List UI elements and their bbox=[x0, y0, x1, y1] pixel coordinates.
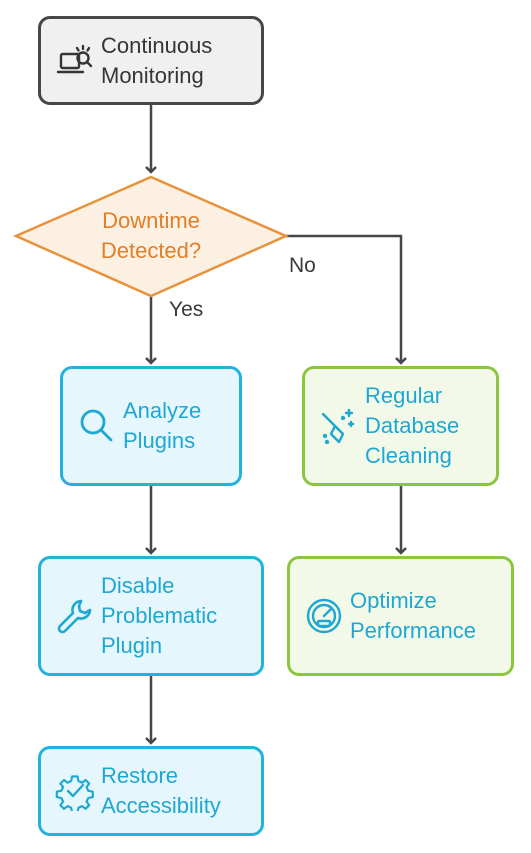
laptop-search-icon bbox=[53, 39, 97, 83]
gear-check-icon bbox=[53, 769, 97, 813]
decision-diamond bbox=[12, 175, 290, 298]
node-label: Analyze Plugins bbox=[123, 398, 202, 453]
edge-no-to-cleaning bbox=[286, 234, 407, 365]
node-optimize-performance: Optimize Performance bbox=[287, 556, 514, 676]
wrench-icon bbox=[53, 594, 97, 638]
edge-label-no: No bbox=[289, 254, 316, 277]
speedometer-icon bbox=[302, 594, 346, 638]
broom-sparkle-icon bbox=[317, 404, 361, 448]
node-label: Continuous Monitoring bbox=[101, 32, 213, 88]
node-continuous-monitoring: Continuous Monitoring bbox=[38, 16, 264, 105]
node-analyze-plugins: Analyze Plugins bbox=[60, 366, 242, 486]
magnifier-icon bbox=[75, 404, 119, 448]
node-label: Restore Accessibility bbox=[101, 763, 221, 818]
node-label: Disable Problematic Plugin bbox=[101, 573, 218, 658]
node-database-cleaning: Regular Database Cleaning bbox=[302, 366, 499, 486]
edge-label-yes: Yes bbox=[169, 298, 204, 321]
node-disable-plugin: Disable Problematic Plugin bbox=[38, 556, 264, 676]
node-restore-accessibility: Restore Accessibility bbox=[38, 746, 264, 836]
node-label: Regular Database Cleaning bbox=[365, 383, 460, 468]
decision-label: Downtime Detected? bbox=[100, 208, 202, 263]
node-label: Optimize Performance bbox=[350, 588, 476, 643]
